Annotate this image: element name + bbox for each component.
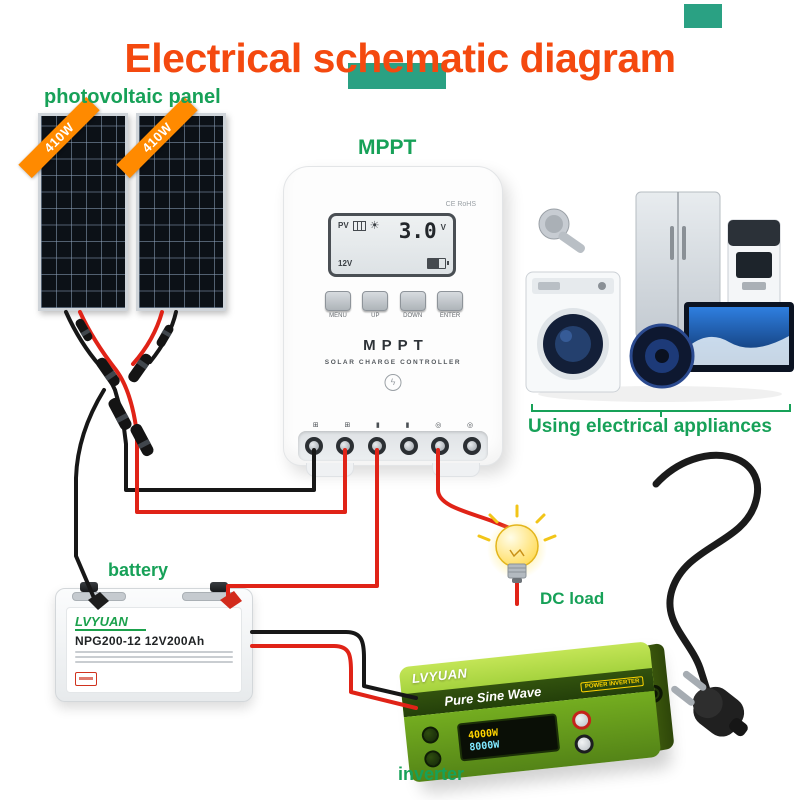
battery-warning-mark [75, 672, 97, 686]
battery-brand: LVYUAN [75, 614, 146, 631]
inverter-brand: LVYUAN [411, 665, 469, 687]
enter-button[interactable]: ENTER [436, 291, 464, 319]
power-cord [652, 451, 761, 694]
load-terminal-icon: ◎ [467, 422, 474, 429]
inverter-badge: POWER INVERTER [580, 675, 644, 693]
up-button-label: UP [371, 313, 380, 319]
mc4-connector [156, 324, 174, 348]
lcd-voltage-unit: V [440, 223, 446, 232]
lcd-voltage-value: 3.0 [398, 219, 437, 243]
mc4-connector [75, 318, 93, 342]
battery-negative-terminal [80, 582, 98, 592]
battery-positive-wire [226, 448, 379, 602]
lcd-battery-voltage: 12V [338, 259, 353, 268]
inverter-label: inverter [398, 764, 465, 784]
inverter-display: 4000W 8000W [456, 713, 561, 762]
inverter-positive-wire [250, 644, 418, 710]
pv-negative-wire [64, 310, 117, 392]
up-button[interactable]: UP [361, 291, 389, 319]
lightning-icon: ϟ [384, 374, 402, 391]
pv-terminal-icon: ⊞ [312, 422, 319, 429]
power-badge-text: 410W [138, 119, 176, 156]
battery-device: LVYUAN NPG200-12 12V200Ah [55, 582, 253, 702]
terminal-screw [399, 437, 418, 455]
enter-button-label: ENTER [439, 313, 461, 319]
sun-icon: ☀ [369, 220, 380, 232]
battery-terminal-icon: ▮ [405, 422, 410, 429]
battery-handle [182, 592, 236, 601]
terminal-screw [431, 437, 450, 455]
down-button[interactable]: DOWN [399, 291, 427, 319]
terminal-icons: ⊞ ⊞ ▮ ▮ ◎ ◎ [300, 421, 486, 429]
power-plug-icon [671, 670, 748, 737]
mc4-connector [130, 423, 154, 457]
shower-head-icon [538, 208, 586, 254]
inverter-negative-wire [250, 630, 418, 700]
battery-label-plate: LVYUAN NPG200-12 12V200Ah [66, 607, 242, 693]
up-key[interactable] [362, 291, 389, 311]
controller-product-subtitle: SOLAR CHARGE CONTROLLER [324, 359, 462, 366]
battery-model: NPG200-12 12V200Ah [75, 634, 205, 648]
inverter-negative-post [573, 733, 595, 755]
appliances-label: Using electrical appliances [528, 416, 772, 437]
terminal-strip [298, 431, 488, 461]
lcd-bottom-row: 12V [338, 258, 449, 269]
terminal-screw [304, 437, 323, 455]
teal-accent-block [684, 4, 722, 28]
terminal-screw [368, 437, 387, 455]
battery-icon [427, 258, 449, 269]
down-key[interactable] [399, 291, 426, 311]
certification-marks: CE RoHS [445, 201, 476, 208]
menu-button[interactable]: MENU [324, 291, 352, 319]
lcd-top-row: PV ☀ 3.0 V [338, 221, 446, 242]
inverter-switch[interactable] [421, 725, 440, 745]
bulb-icon [477, 504, 557, 583]
controller-foot [432, 463, 480, 477]
dc-load-label: DC load [540, 589, 605, 608]
enter-key[interactable] [436, 291, 463, 311]
controller-foot [306, 463, 354, 477]
teal-accent-block [348, 63, 446, 89]
solar-panel-icon [352, 221, 366, 231]
battery-handle [72, 592, 126, 601]
mc4-connector [108, 397, 132, 431]
refrigerator-icon [635, 191, 721, 339]
solar-panel: 410W [116, 96, 226, 311]
menu-key[interactable] [325, 291, 351, 311]
power-badge-text: 410W [40, 119, 78, 156]
menu-button-label: MENU [329, 313, 347, 319]
load-terminal-icon: ◎ [435, 422, 442, 429]
terminal-screw [336, 437, 355, 455]
photovoltaic-panel-label: photovoltaic panel [44, 86, 221, 108]
lcd-pv-label: PV [338, 221, 349, 230]
battery-positive-terminal [210, 582, 228, 592]
tv-icon [684, 302, 794, 372]
terminal-screw [463, 437, 482, 455]
speaker-icon [629, 323, 695, 389]
solar-panel: 410W [18, 96, 128, 311]
mppt-label: MPPT [358, 136, 417, 159]
mc4-connector [96, 357, 120, 387]
battery-negative-wire [74, 388, 106, 600]
battery-label: battery [108, 560, 169, 580]
controller-buttons: MENU UP DOWN ENTER [324, 291, 464, 319]
charge-controller: CE RoHS PV ☀ 3.0 V 12V MENU UP DOWN ENTE… [283, 166, 503, 477]
washing-machine-icon [525, 271, 621, 393]
down-button-label: DOWN [403, 313, 423, 319]
power-badge: 410W [116, 96, 198, 179]
battery-fine-print [75, 651, 233, 663]
power-badge: 410W [18, 96, 100, 179]
pv-positive-branch-wire [131, 310, 164, 366]
battery-terminal-icon: ▮ [376, 422, 380, 429]
mc4-connector [128, 353, 152, 383]
inverter-device: LVYUAN Pure Sine Wave POWER INVERTER 400… [398, 641, 675, 783]
controller-product-name: MPPT [363, 337, 429, 354]
inverter-positive-post [571, 709, 593, 731]
mc4-connectors [75, 318, 174, 457]
pv-negative-wire [148, 310, 178, 364]
appliances-collage [525, 191, 794, 402]
page-title: Electrical schematic diagram [124, 35, 676, 82]
pv-terminal-icon: ⊞ [344, 422, 351, 429]
lcd-display: PV ☀ 3.0 V 12V [328, 213, 456, 277]
